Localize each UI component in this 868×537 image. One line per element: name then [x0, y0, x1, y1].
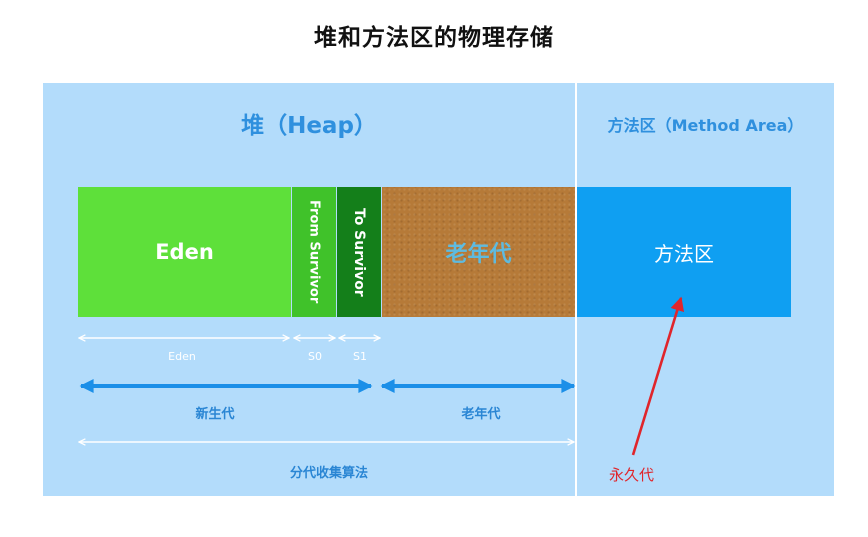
old-gen-block: 老年代 — [382, 187, 575, 317]
method-area-heading: 方法区（Method Area） — [607, 116, 804, 135]
method-area-block-label: 方法区 — [654, 241, 714, 266]
young-gen-label: 新生代 — [195, 407, 235, 422]
old-gen-block-label: 老年代 — [445, 242, 512, 267]
permanent-gen-label: 永久代 — [609, 466, 655, 484]
panel-divider — [575, 83, 577, 496]
permanent-gen-pointer-arrow — [631, 296, 685, 456]
to-survivor-block: To Survivor — [337, 187, 381, 317]
eden-block-label: Eden — [155, 240, 214, 264]
from-survivor-block: From Survivor — [292, 187, 336, 317]
method-area-block: 方法区 — [577, 187, 791, 317]
eden-block: Eden — [78, 187, 291, 317]
old-gen-label: 老年代 — [461, 407, 501, 422]
to-survivor-label: To Survivor — [351, 207, 367, 297]
from-survivor-label: From Survivor — [306, 200, 322, 304]
page-title: 堆和方法区的物理存储 — [314, 25, 554, 51]
eden-measure-label: Eden — [168, 350, 196, 363]
s1-measure-label: S1 — [353, 350, 367, 363]
heap-heading: 堆（Heap） — [241, 113, 377, 139]
generational-gc-label: 分代收集算法 — [289, 466, 368, 481]
s0-measure-label: S0 — [308, 350, 322, 363]
